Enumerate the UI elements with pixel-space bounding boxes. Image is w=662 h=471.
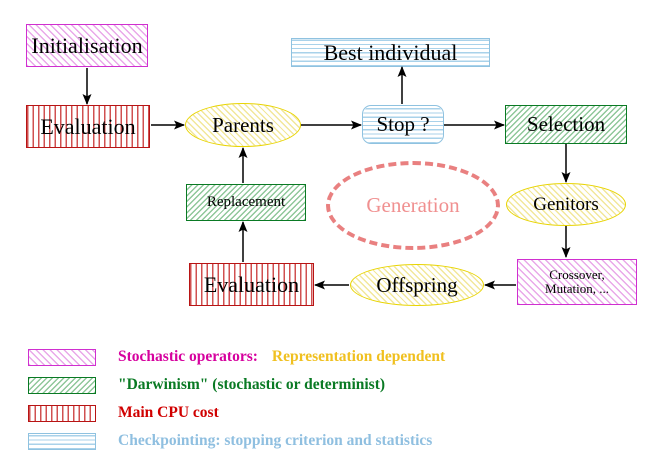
- legend-row-stochastic: Stochastic operators: Representation dep…: [28, 348, 445, 366]
- node-offspring-label: Offspring: [376, 272, 458, 297]
- legend-swatch-magenta: [28, 348, 96, 366]
- node-stop-label: Stop ?: [376, 112, 430, 137]
- node-selection[interactable]: Selection: [505, 105, 627, 144]
- node-initialisation-label: Initialisation: [31, 32, 143, 58]
- node-replacement[interactable]: Replacement: [186, 184, 306, 221]
- legend-label-stochastic: Stochastic operators:: [118, 348, 258, 365]
- legend-row-cpu-cost: Main CPU cost: [28, 404, 219, 422]
- node-evaluation-top[interactable]: Evaluation: [26, 105, 150, 148]
- node-generation: Generation: [326, 161, 500, 250]
- node-parents[interactable]: Parents: [185, 103, 301, 147]
- node-best-individual-label: Best individual: [323, 39, 458, 65]
- legend-label-cpu-cost: Main CPU cost: [118, 404, 219, 421]
- node-evaluation-bottom-label: Evaluation: [203, 271, 300, 297]
- node-offspring[interactable]: Offspring: [350, 264, 484, 306]
- node-replacement-label: Replacement: [206, 193, 286, 210]
- node-mutation-label: Mutation, ...: [545, 281, 609, 296]
- legend-swatch-red: [28, 404, 96, 422]
- node-parents-label: Parents: [212, 112, 274, 137]
- legend-label-darwinism: "Darwinism" (stochastic or determinist): [118, 376, 386, 393]
- legend-row-darwinism: "Darwinism" (stochastic or determinist): [28, 376, 385, 394]
- legend-label-checkpointing: Checkpointing: stopping criterion and st…: [118, 432, 433, 449]
- node-generation-label: Generation: [366, 193, 460, 217]
- node-crossover-mutation[interactable]: Crossover, Mutation, ...: [517, 259, 637, 305]
- legend-swatch-blue: [28, 432, 96, 450]
- node-evaluation-bottom[interactable]: Evaluation: [189, 263, 314, 306]
- node-initialisation[interactable]: Initialisation: [26, 24, 148, 67]
- node-evaluation-top-label: Evaluation: [40, 113, 136, 139]
- node-genitors-label: Genitors: [533, 193, 599, 215]
- node-best-individual[interactable]: Best individual: [291, 38, 490, 67]
- node-genitors[interactable]: Genitors: [506, 183, 626, 226]
- node-stop[interactable]: Stop ?: [362, 105, 444, 144]
- legend-label-representation: Representation dependent: [271, 348, 446, 365]
- legend-row-checkpointing: Checkpointing: stopping criterion and st…: [28, 432, 432, 450]
- node-selection-label: Selection: [526, 112, 606, 137]
- legend-swatch-green: [28, 376, 96, 394]
- node-crossover-label: Crossover,: [549, 267, 605, 283]
